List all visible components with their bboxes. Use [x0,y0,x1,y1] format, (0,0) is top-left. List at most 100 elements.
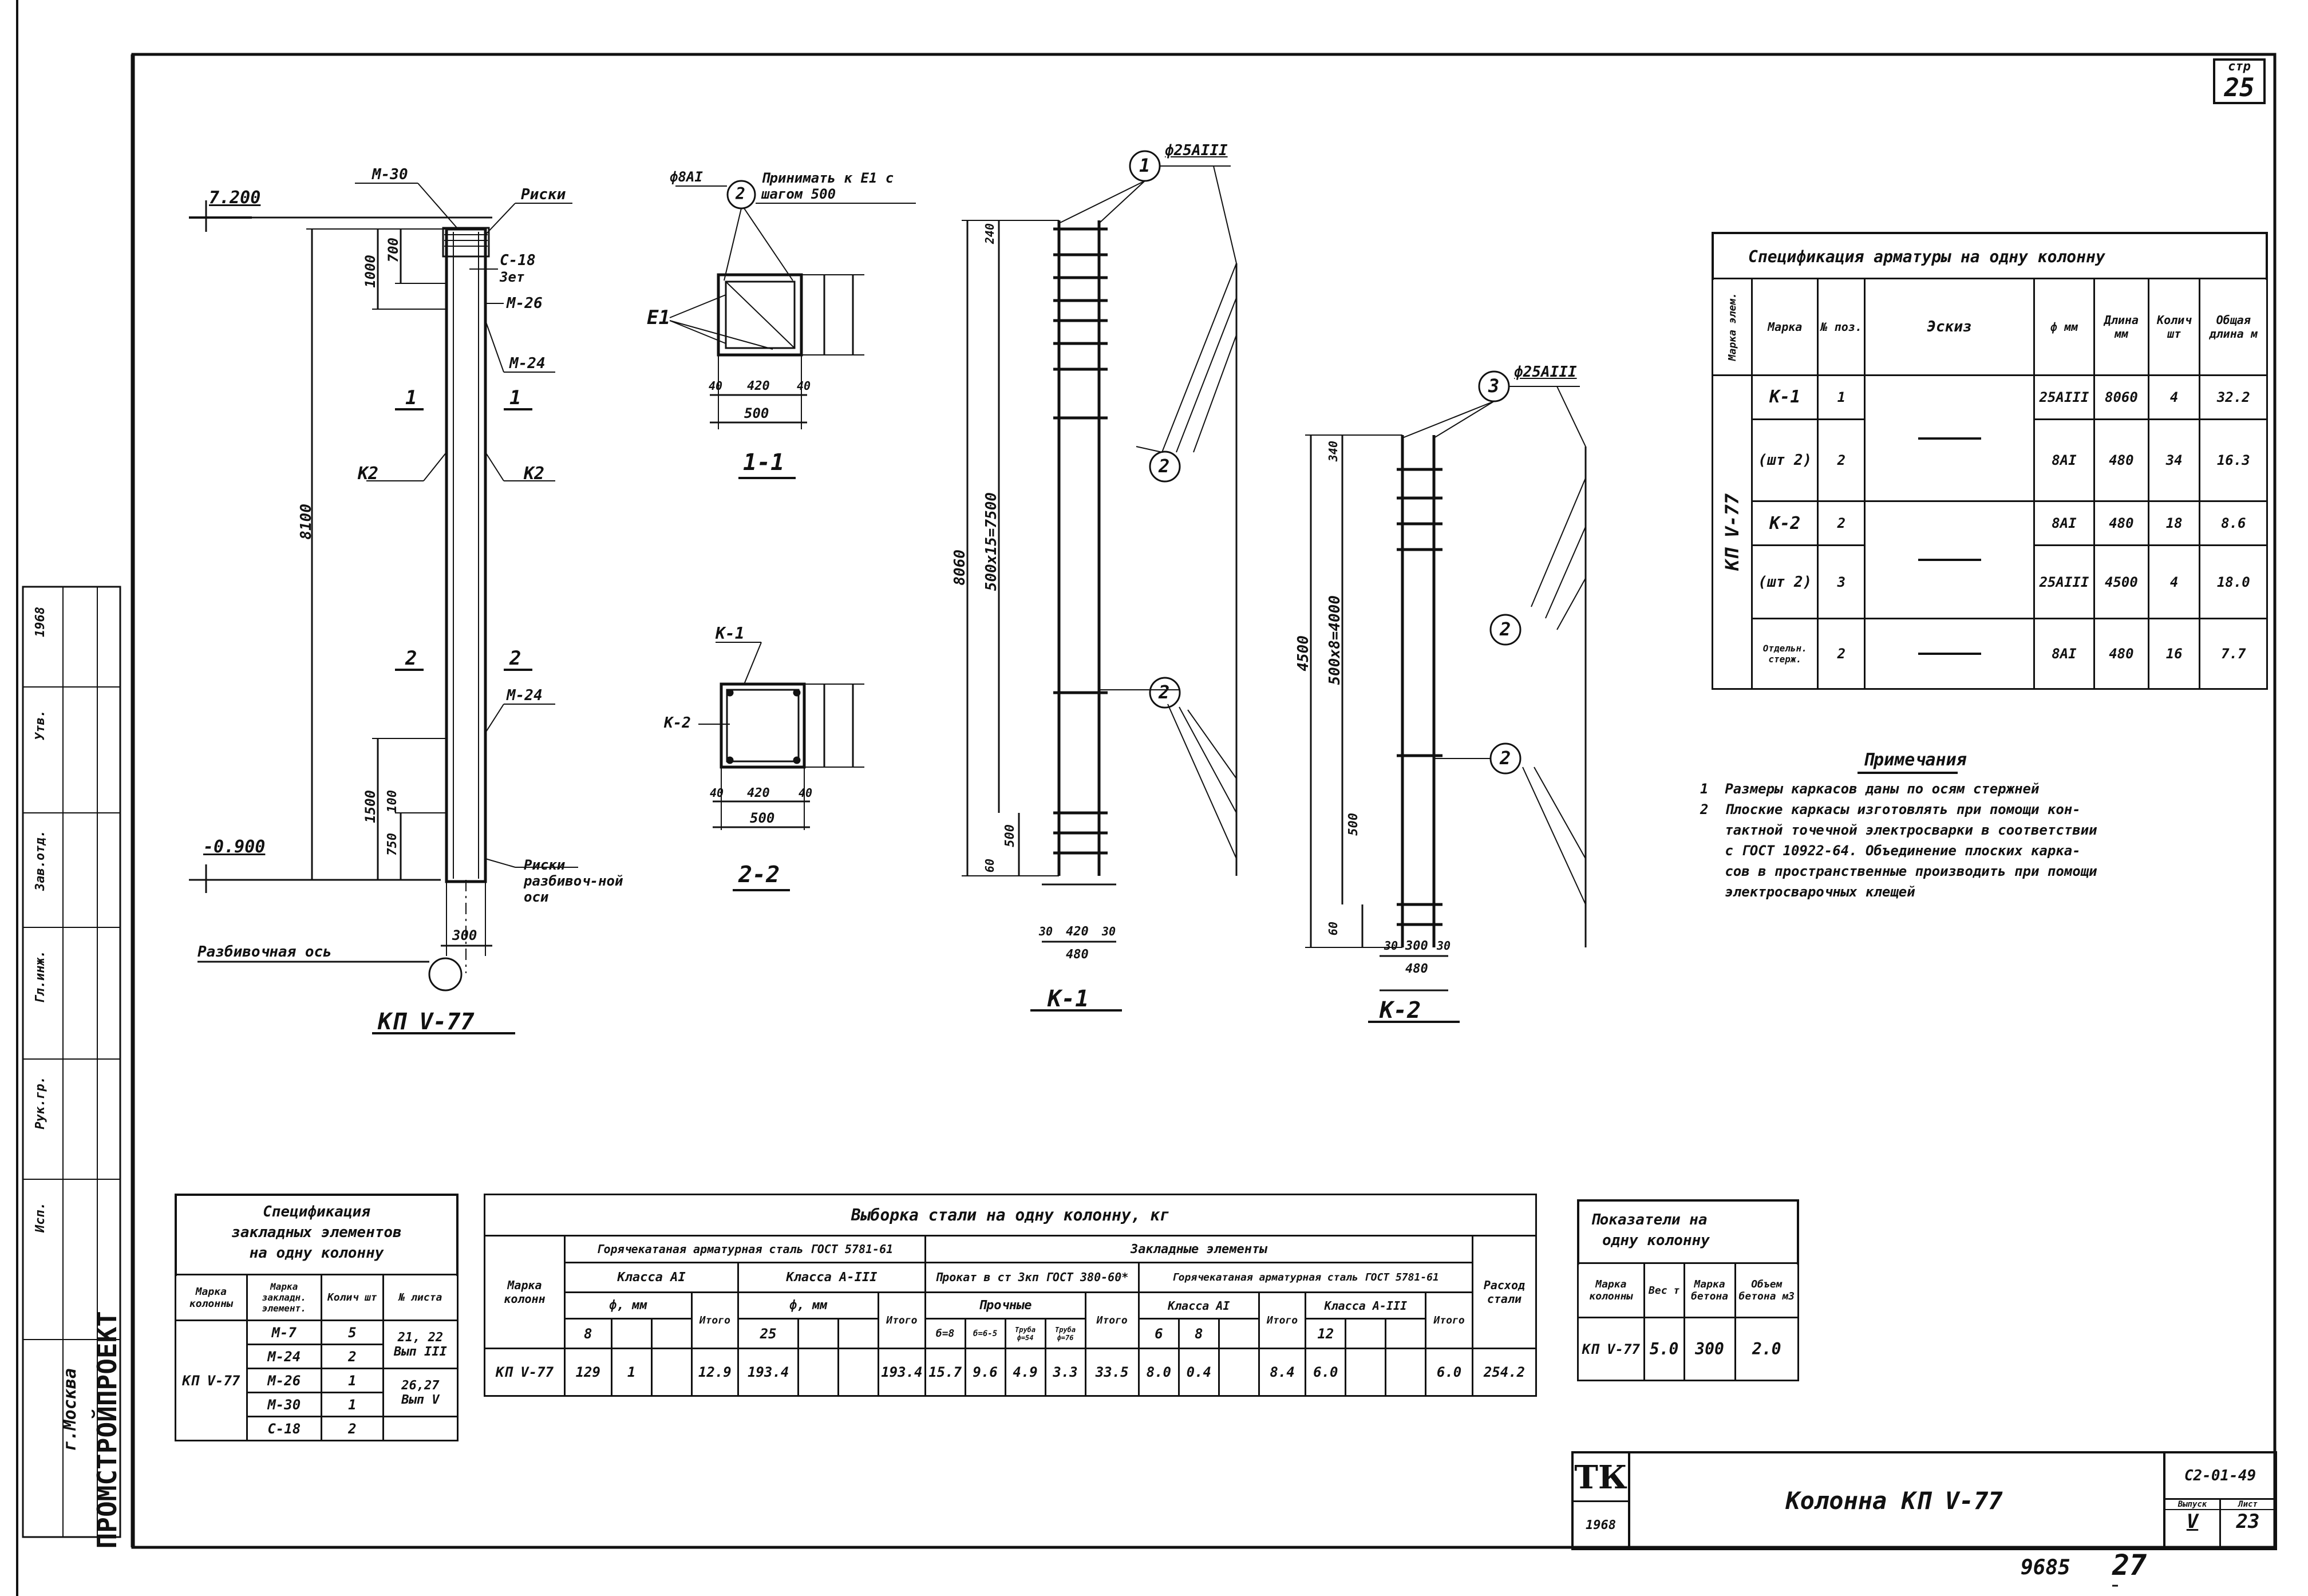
section-mark-1-left: 1 [405,386,417,409]
column-elevation [189,183,578,1034]
rebar-r4-pos: 3 [1817,544,1866,620]
emb-r1-sheet: 21, 22 [397,1330,444,1345]
org-name: ПРОМСТРОЙПРОЕКТ [92,1311,122,1549]
note-line-4: с ГОСТ 10922-64. Объединение плоских кар… [1700,843,2081,859]
dim-1500: 1500 [362,790,378,823]
emb-r5-qty: 2 [320,1416,384,1441]
section-mark-2-right: 2 [509,647,521,670]
rebar-r3-qty: 18 [2147,500,2201,547]
rebar-h-elem: Марка элем. [1726,293,1738,361]
dim-100: 100 [385,790,400,813]
notes-title: Примечания [1863,750,1967,770]
steel-h-total-1: Итого [690,1291,740,1350]
emb-r2-sheet: Вып III [394,1344,447,1359]
label-set: Зет [500,269,525,285]
elevation-title: КП V-77 [378,1009,475,1035]
s11-title: 1-1 [743,449,785,476]
steel-h-flow: Расход стали [1471,1235,1538,1350]
rebar-r2-total: 16.3 [2199,418,2268,503]
emb-r3-qty: 1 [320,1368,384,1393]
emb-h-mark: Марка закладн. элемент. [246,1274,322,1321]
ind-h-grade: Марка бетона [1683,1262,1736,1318]
steel-row-v25: 193.4 [737,1348,800,1397]
title-name: Колонна КП V-77 [1785,1487,2003,1515]
rebar-r2-dia: 8АI [2033,418,2096,503]
k1-title: К-1 [1048,986,1089,1012]
section-2-2 [698,642,864,891]
steel-sub-r1: б=8 [924,1318,966,1350]
s11-e1: Е1 [647,306,670,329]
steel-sub-r2: б=6-5 [964,1318,1006,1350]
stamp-line-4: Гл.инж. [33,950,48,1004]
emb-r3-sheet: 26,27 [401,1378,440,1393]
s11-bar: ф8АI [670,169,703,185]
steel-h-total-5: Итого [1425,1291,1473,1350]
label-m24-top: М-24 [509,355,546,372]
section-1-1 [669,180,916,479]
stamp-line-5: Рук.гр. [33,1076,48,1129]
rebar-h-len: Длина мм [2093,278,2149,376]
title-issue: V [2186,1510,2199,1533]
note-line-5: сов в пространственные производить при п… [1700,863,2097,879]
ind-row-volume: 2.0 [1734,1317,1800,1381]
steel-row-t3: 33.5 [1084,1348,1140,1397]
steel-row-t2: 193.4 [878,1348,926,1397]
rebar-sketch-3 [1918,653,1981,655]
steel-row-t1: 12.9 [690,1348,740,1397]
rebar-r4-qty: 4 [2147,544,2201,620]
k2-dim-top: 340 [1326,441,1340,462]
label-k2-right: К2 [524,464,545,484]
s22-d500: 500 [750,810,775,826]
steel-row-v8: 129 [563,1348,612,1397]
emb-r1-qty: 5 [320,1320,384,1345]
ind-row-weight: 5.0 [1643,1317,1685,1381]
s11-d420: 420 [747,379,770,393]
k1-dim-total: 8060 [951,550,969,586]
s11-d40a: 40 [709,379,723,393]
notes-list: 1 Размеры каркасов даны по осям стержней… [1700,779,2261,902]
k2-dim-w3: 30 [1437,939,1451,953]
stamp-line-6: Исп. [33,1202,48,1232]
k1-circle-2a: 2 [1159,455,1170,477]
s11-circle: 2 [736,184,745,203]
steel-row-flow: 254.2 [1471,1348,1538,1397]
top-level-mark: 7.200 [209,188,261,208]
rebar-sketch-1 [1918,437,1981,440]
embedded-title-1: Спецификация [263,1203,370,1220]
k1-dim-top: 240 [983,223,997,244]
rebar-r5-pos: 2 [1817,618,1866,690]
rebar-r1-mark: К-1 [1751,374,1819,420]
s22-d40a: 40 [710,786,724,800]
rebar-h-total: Общая длина м [2199,278,2268,376]
rebar-r5-dia: 8АI [2033,618,2096,690]
steel-h-rebar: Горячекатаная арматурная сталь ГОСТ 5781… [563,1235,926,1264]
steel-sample-table: Выборка стали на одну колонну, кг Марка … [484,1193,1538,1397]
rebar-r4-total: 18.0 [2199,544,2268,620]
ind-h-weight: Вес т [1643,1262,1685,1318]
title-logo-cell: ТК 1968 [1574,1453,1630,1548]
steel-row-t4: 8.4 [1258,1348,1307,1397]
steel-title: Выборка стали на одну колонну, кг [484,1193,1537,1237]
k1-bar: ф25АIII [1165,142,1228,159]
rebar-r3-mark: К-2 [1751,500,1819,547]
steel-sub-r4: Труба ф=76 [1044,1318,1086,1350]
width-dim: 300 [452,927,477,943]
note-line-1: 1 Размеры каркасов даны по осям стержней [1700,781,2040,797]
k2-dim-spacing: 500х8=4000 [1326,595,1343,685]
steel-h-total-3: Итого [1084,1291,1140,1350]
steel-sub-8: 8 [563,1318,612,1350]
steel-row-mark: КП V-77 [484,1348,566,1397]
k1-dim-bot1: 500 [1003,824,1017,847]
steel-row-e12: 6.0 [1305,1348,1347,1397]
title-year: 1968 [1586,1518,1616,1532]
stamp-line-2: Утв. [33,710,48,740]
emb-r1-mark: М-7 [246,1320,322,1345]
s11-note: Принимать к Е1 с шагом 500 [761,170,894,202]
steel-row-r2: 9.6 [964,1348,1006,1397]
label-k2-left: К2 [358,464,379,484]
bottom-level-mark: -0.900 [203,837,266,857]
cage-k2 [1305,370,1587,1023]
steel-row-blank: 1 [610,1348,653,1397]
steel-row-e6: 8.0 [1137,1348,1180,1397]
axis-label: Разбивочная ось [197,943,332,961]
